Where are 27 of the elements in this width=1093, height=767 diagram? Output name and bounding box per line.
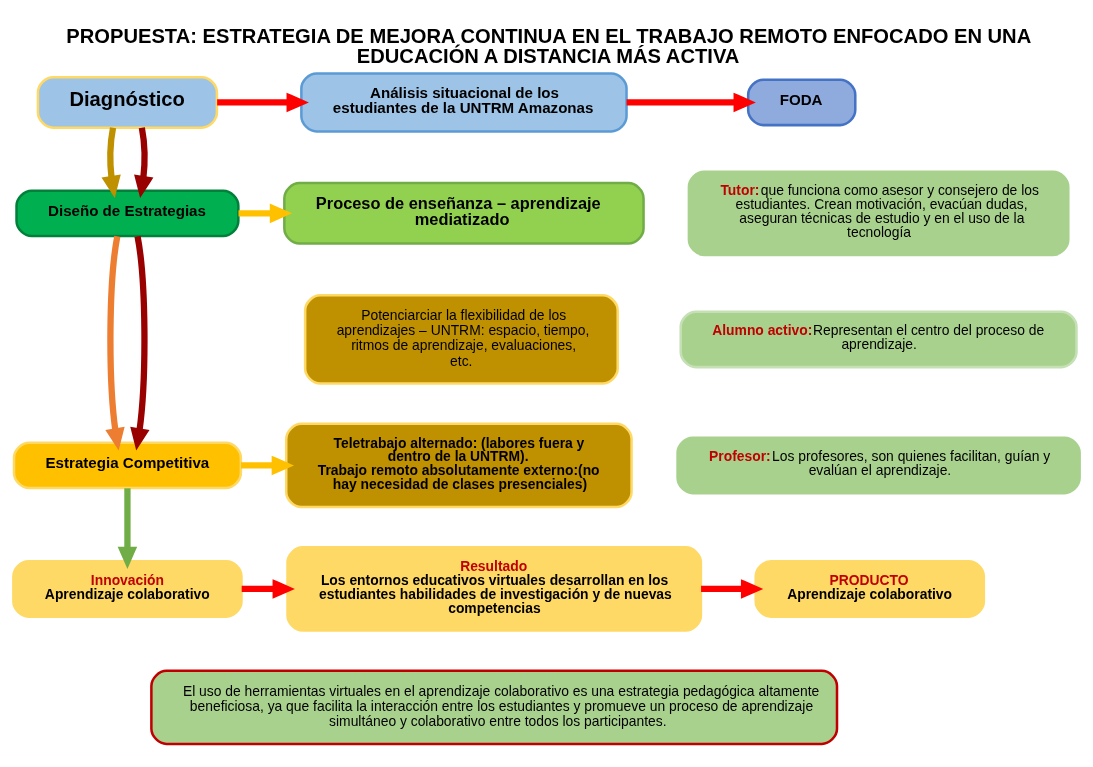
node-box: Proceso de enseñanza – aprendizaje mediatizado [283,181,645,245]
diagram-title: PROPUESTA: ESTRATEGIA DE MEJORA CONTINUA EN EL TRABAJO REMOTO ENFOCADO EN UNA EDUCACIÓN A DISTANCIA MÁS ACTIVA [66,24,1032,68]
arrow [117,488,138,570]
node-box: Teletrabajo alternado: (labores fuera y dentro de la UNTRM). Trabajo remoto absolutamente externo:(no hay necesidad de clases presenciales) [285,422,633,509]
node-box: Tutor:que funciona como asesor y consejero de los estudiantes. Crean motivación, evacúan dudas, aseguran técnicas de estudio y en el uso de la tecnología [687,170,1070,257]
node-box: Innovación Aprendizaje colaborativo [12,559,243,618]
arrow [130,235,150,451]
node-box: Análisis situacional de los estudiantes de la UNTRM Amazonas [300,72,628,133]
node-box: Diagnóstico [36,75,219,129]
arrow [238,203,293,224]
node-box: Estrategia Competitiva [12,441,243,490]
node-box: FODA [746,78,857,127]
node-box: Resultado Los entornos educativos virtuales desarrollan en los estudiantes habilidades de investigación y de nuevas competencias [286,546,703,632]
node-box: Profesor:Los profesores, son quienes facilitan, guían y evalúan el aprendizaje. [676,436,1081,495]
arrow [701,579,764,599]
arrow [626,92,756,113]
arrow [134,127,154,199]
arrow [101,127,121,199]
node-box: Diseño de Estrategias [15,189,240,238]
node-box: Potenciarciar la flexibilidad de los aprendizajes – UNTRM: espacio, tiempo, ritmos de aprendizaje, evaluaciones, etc. [303,294,619,385]
arrow [105,235,125,451]
arrow [241,455,294,476]
node-box: El uso de herramientas virtuales en el aprendizaje colaborativo es una estrategia pedagógica altamente beneficiosa, ya que facilita la interacción entre los estudiantes y promueve un proceso de aprendizaje simultáneo y colaborativo entre todos los participantes. [150,669,839,746]
arrow [217,92,309,113]
node-box: PRODUCTO Aprendizaje colaborativo [754,559,986,618]
node-box: Alumno activo:Representan el centro del proceso de aprendizaje. [679,310,1078,369]
arrow [241,579,295,599]
